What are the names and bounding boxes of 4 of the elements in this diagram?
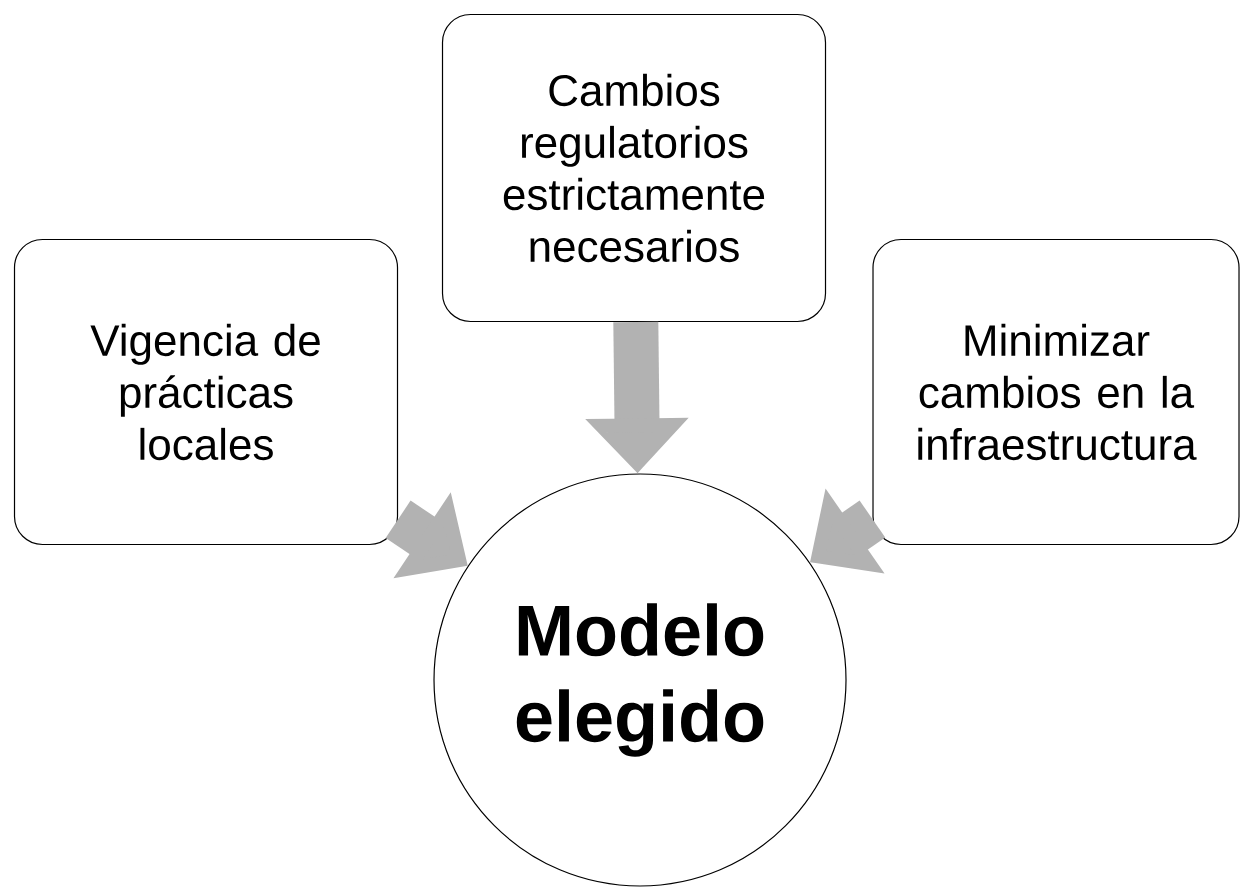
circle-node: Modelo elegido	[433, 473, 847, 887]
rounded-box: Cambios regulatorios estrictamente necesarios	[441, 13, 827, 323]
rounded-box: Minimizar cambios en la infraestructura	[872, 238, 1240, 546]
rounded-box: Vigencia de prácticas locales	[13, 238, 399, 546]
